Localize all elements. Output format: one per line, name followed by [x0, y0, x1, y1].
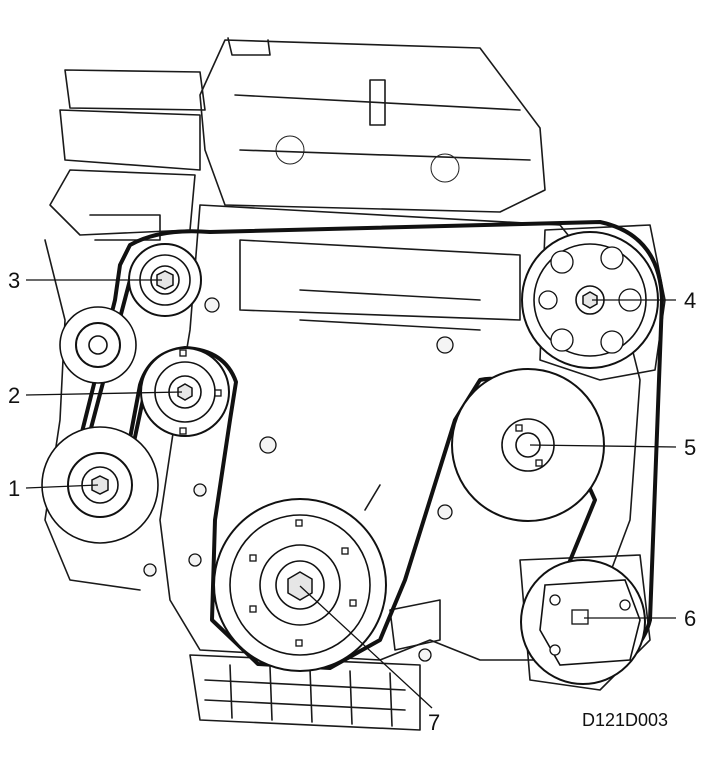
- callout-7: 7: [428, 710, 440, 735]
- pulley-1: [41, 426, 159, 544]
- pulley-6: [520, 559, 646, 685]
- pulley-2: [140, 347, 230, 437]
- callout-6: 6: [684, 606, 696, 631]
- callout-5: 5: [684, 435, 696, 460]
- pulley-7: [213, 498, 387, 672]
- callout-3: 3: [8, 268, 20, 293]
- leader-lines: [25, 279, 677, 709]
- pulley-4: [521, 231, 659, 369]
- figure-code: D121D003: [582, 710, 668, 730]
- callout-4: 4: [684, 288, 696, 313]
- callout-1: 1: [8, 476, 20, 501]
- pulley-5: [451, 368, 605, 522]
- component-housing-4: [539, 224, 666, 381]
- callout-2: 2: [8, 383, 20, 408]
- idler-pulley-left: [59, 306, 137, 384]
